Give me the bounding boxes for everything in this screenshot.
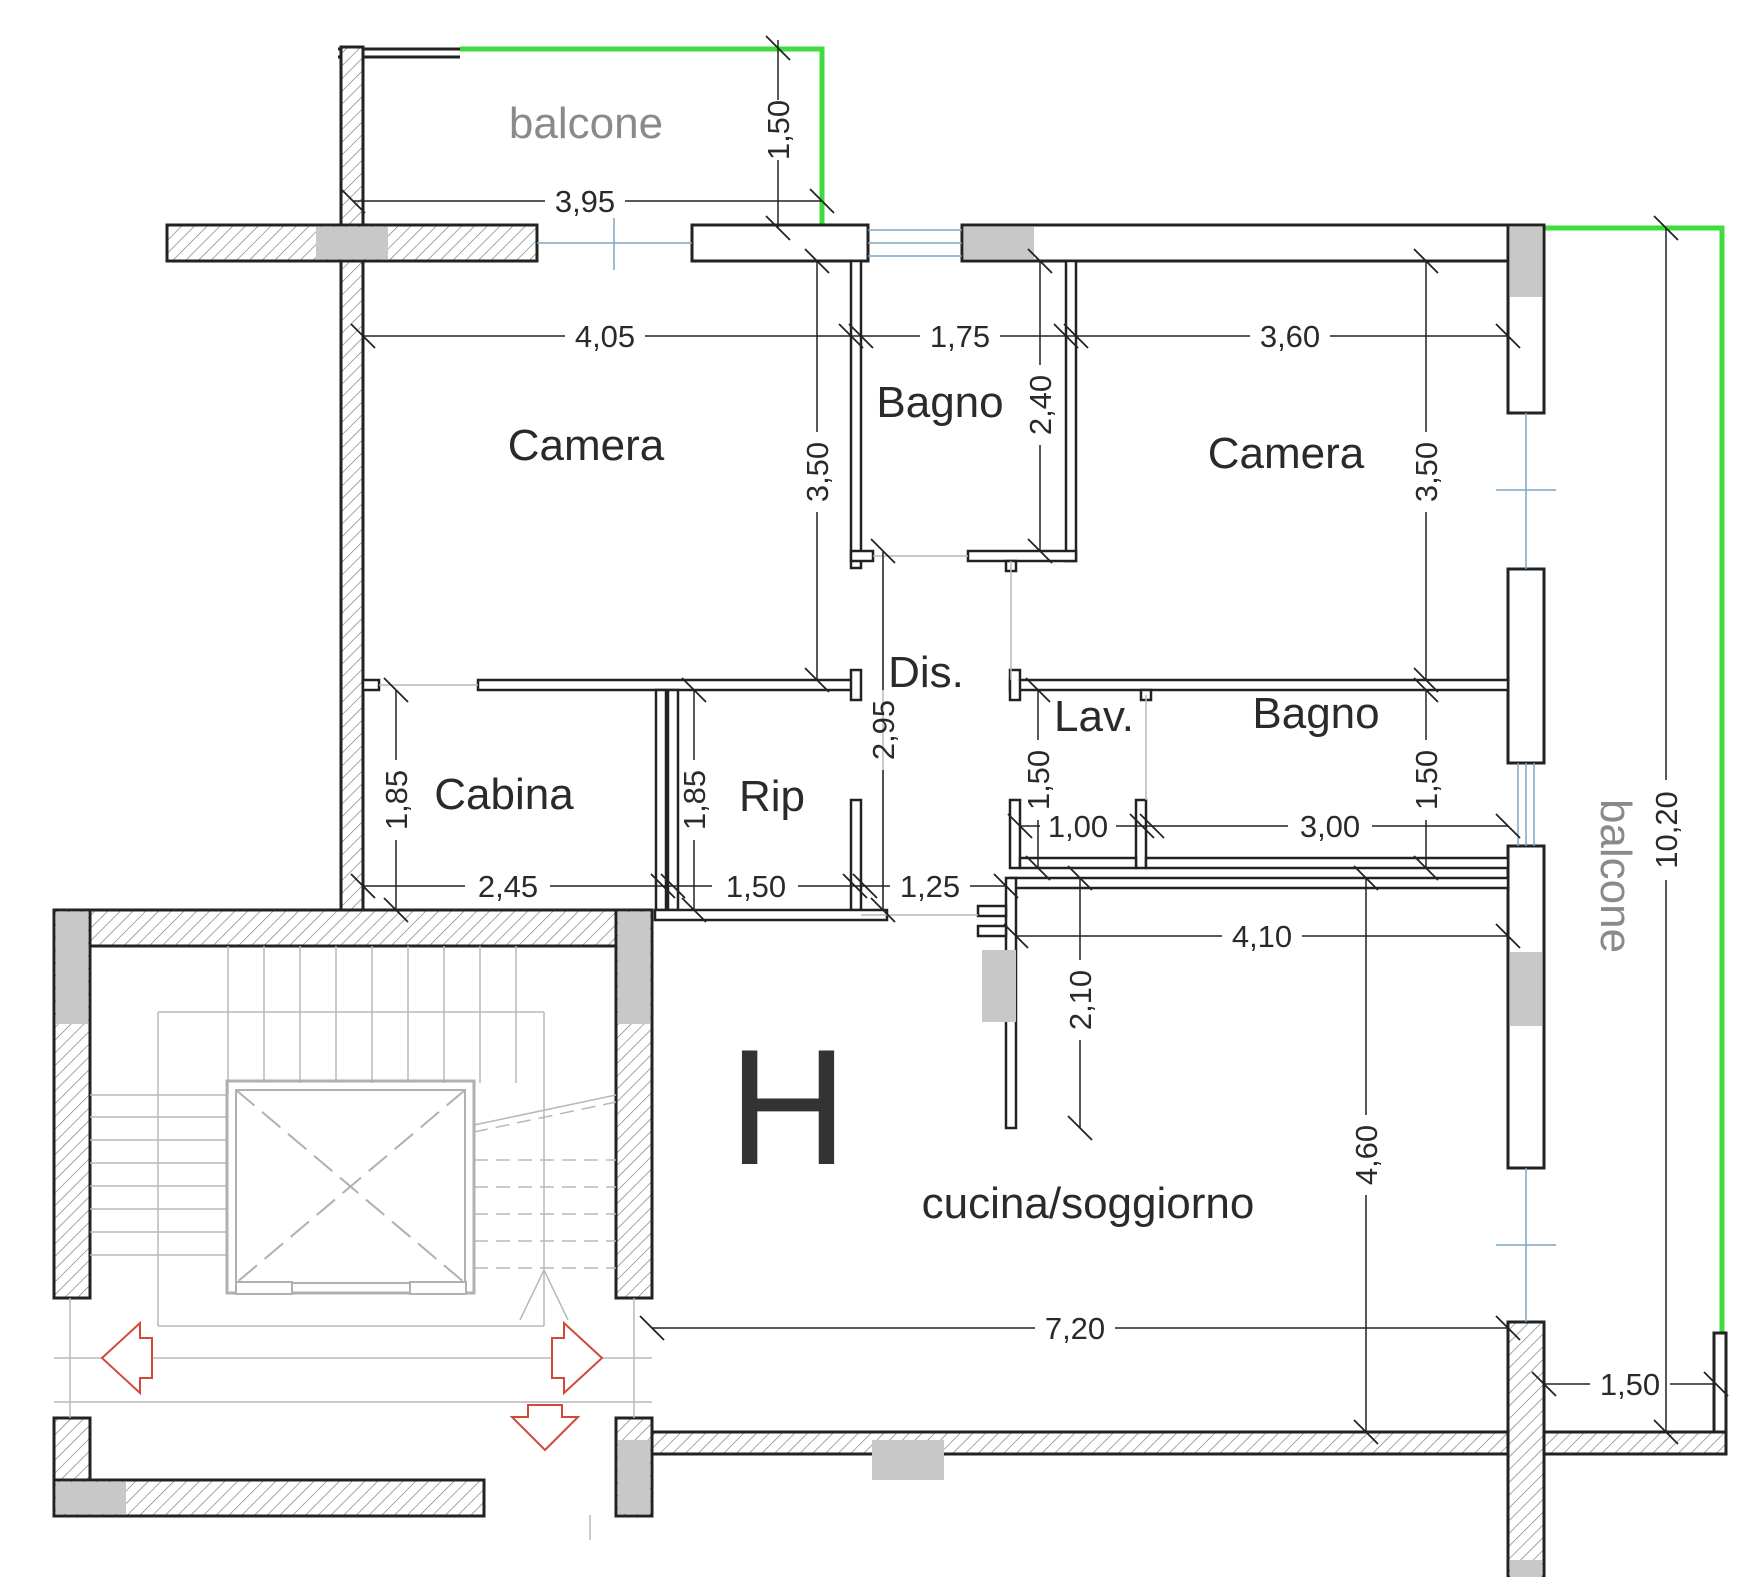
dim-corridor-width: 1,25 xyxy=(900,869,960,904)
room-bagno-right: Bagno xyxy=(1252,689,1379,738)
room-cabina: Cabina xyxy=(434,770,574,819)
dim-cucina-width: 7,20 xyxy=(1045,1311,1105,1346)
dim-cabina-width: 2,45 xyxy=(478,869,538,904)
dim-cucina-nook-depth: 2,10 xyxy=(1063,970,1098,1030)
partitions xyxy=(361,259,1510,1130)
room-rip: Rip xyxy=(739,772,805,821)
dim-cabina-depth: 1,85 xyxy=(379,770,414,830)
dimension-lines xyxy=(340,35,1729,1445)
dim-lav-width: 1,00 xyxy=(1048,809,1108,844)
room-dis: Dis. xyxy=(888,648,964,697)
dim-camera-right-depth: 3,50 xyxy=(1409,442,1444,502)
dim-rip-width: 1,50 xyxy=(726,869,786,904)
room-camera-right: Camera xyxy=(1208,429,1365,478)
dim-bagno-right-depth: 1,50 xyxy=(1409,750,1444,810)
room-cucina-soggiorno: cucina/soggiorno xyxy=(922,1179,1255,1228)
dimension-labels: 1,50 3,95 4,05 1,75 3,60 2,40 3,50 3,50 … xyxy=(379,100,1684,1402)
dim-rip-depth: 1,85 xyxy=(677,770,712,830)
dim-bagno-width: 1,75 xyxy=(930,319,990,354)
dim-dis-depth: 2,95 xyxy=(866,700,901,760)
room-bagno-top: Bagno xyxy=(876,378,1003,427)
dim-balcone-right-length: 10,20 xyxy=(1649,791,1684,869)
room-lav: Lav. xyxy=(1054,692,1134,741)
dim-camera-left-depth: 3,50 xyxy=(800,442,835,502)
dim-camera-right-width: 3,60 xyxy=(1260,319,1320,354)
dim-bagno-depth: 2,40 xyxy=(1023,375,1058,435)
dim-cucina-upper-width: 4,10 xyxy=(1232,919,1292,954)
room-balcone-top: balcone xyxy=(509,99,663,148)
dim-bagno-right-width: 3,00 xyxy=(1300,809,1360,844)
windows xyxy=(537,218,1556,1322)
dim-balcone-right-width: 1,50 xyxy=(1600,1367,1660,1402)
column xyxy=(982,950,1016,1022)
entrance-arrows xyxy=(100,1320,604,1452)
unit-letter: H xyxy=(728,1015,847,1199)
room-balcone-right: balcone xyxy=(1591,799,1640,953)
staircase xyxy=(90,946,617,1327)
room-camera-left: Camera xyxy=(508,421,665,470)
dim-balcone-width: 3,95 xyxy=(555,184,615,219)
balcony-railing-right xyxy=(1540,225,1725,1333)
dim-camera-left-width: 4,05 xyxy=(575,319,635,354)
walls xyxy=(52,45,1728,1577)
dim-lav-depth: 1,50 xyxy=(1021,750,1056,810)
dim-cucina-depth: 4,60 xyxy=(1349,1125,1384,1185)
room-labels: balcone Camera Bagno Camera Dis. Lav. Ba… xyxy=(434,99,1640,1228)
elevator-shaft xyxy=(225,1079,476,1295)
dim-balcone-depth: 1,50 xyxy=(761,100,796,160)
